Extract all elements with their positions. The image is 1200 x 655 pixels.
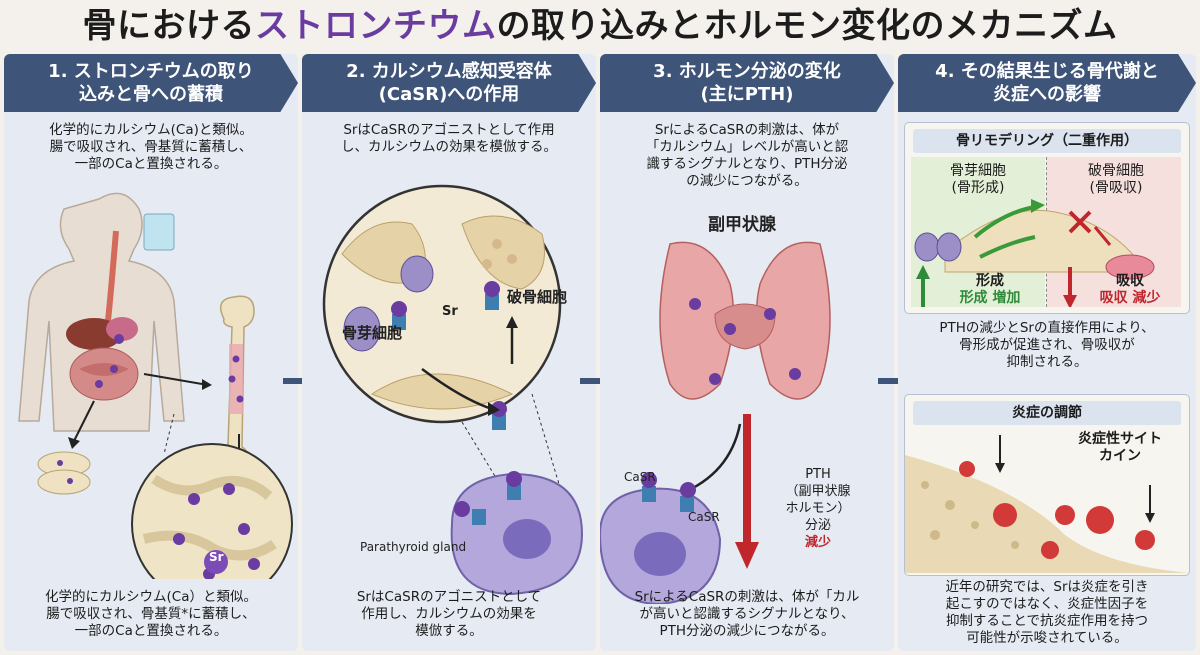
panel-1: 1. ストロンチウムの取り込みと骨への蓄積 化学的にカルシウム(Ca)と類似。 … (4, 54, 298, 651)
text-line: 腸で吸収され、骨基質*に蓄積し、 (46, 606, 256, 622)
text-line: 近年の研究では、Srは炎症を引き (945, 579, 1149, 595)
text-line: 抑制される。 (1006, 354, 1088, 370)
text-line: PTHの減少とSrの直接作用により、 (939, 320, 1155, 336)
panel-1-heading: 1. ストロンチウムの取り込みと骨への蓄積 (4, 54, 298, 112)
casr-label-2: CaSR (688, 510, 720, 524)
panel-3-top-text: SrによるCaSRの刺激は、体が 「カルシウム」レベルが高いと認 識するシグナル… (610, 122, 884, 190)
panel-1-heading-line1: 1. ストロンチウムの取り (48, 61, 254, 82)
panel-2-bottom-text: SrはCaSRのアゴニストとして 作用し、カルシウムの効果を 模倣する。 (312, 589, 586, 640)
sr-label-panel1: Sr (209, 550, 224, 564)
text-line: 作用し、カルシウムの効果を (361, 606, 537, 622)
panel-1-heading-line2: 込みと骨への蓄積 (78, 84, 223, 105)
panel-4-heading-line1: 4. その結果生じる骨代謝と (935, 61, 1159, 82)
inflammation-box: 炎症の調節 炎症性サイト カイン (904, 394, 1190, 576)
casr-label-1: CaSR (624, 470, 656, 484)
text-line: 一部のCaと置換される。 (74, 156, 228, 172)
text-line: 起こすのではなく、炎症性因子を (945, 596, 1149, 612)
text-line: 形成 (976, 273, 1004, 289)
text-line: 吸収 (1116, 273, 1144, 289)
text-line: SrはCaSRのアゴニストとして (356, 589, 542, 605)
text-line: SrはCaSRのアゴニストとして作用 (343, 122, 555, 138)
osteoclast-box-label: 破骨細胞 (骨吸収) (1053, 163, 1179, 197)
panel-2-heading: 2. カルシウム感知受容体(CaSR)への作用 (302, 54, 596, 112)
formation-increase: 形成 増加 (959, 290, 1021, 306)
panel-3-bottom-text: SrによるCaSRの刺激は、体が「カル が高いと認識するシグナルとなり、 PTH… (610, 589, 884, 640)
text-line: 骨形成が促進され、骨吸収が (959, 337, 1135, 353)
pth-decrease-label: 減少 (804, 535, 831, 550)
text-line: の減少につながる。 (686, 173, 808, 189)
inflammation-illustration (905, 435, 1189, 573)
text-line: PTH (805, 467, 831, 482)
osteoblast-label: 骨芽細胞 (342, 324, 403, 342)
inflammation-header: 炎症の調節 (913, 401, 1181, 425)
parathyroid-illustration (600, 241, 831, 604)
page-title: 骨におけるストロンチウムの取り込みとホルモン変化のメカニズム (0, 0, 1200, 52)
panel-3-heading-line1: 3. ホルモン分泌の変化 (653, 61, 841, 82)
text-line: 可能性が示唆されている。 (966, 630, 1128, 646)
title-part1: 骨における (82, 6, 255, 46)
panel-2-top-text: SrはCaSRのアゴニストとして作用 し、カルシウムの効果を模倣する。 (312, 122, 586, 156)
text-line: 分泌 (804, 518, 831, 533)
text-line: SrによるCaSRの刺激は、体が「カル (634, 589, 860, 605)
title-highlight: ストロンチウム (255, 6, 497, 46)
resorption-decrease: 吸収 減少 (1099, 290, 1161, 306)
text-line: (骨吸収) (1089, 180, 1143, 196)
panel-3-heading: 3. ホルモン分泌の変化(主にPTH) (600, 54, 894, 112)
panel-2: 2. カルシウム感知受容体(CaSR)への作用 SrはCaSRのアゴニストとして… (302, 54, 596, 651)
panel-4-bottom-text: 近年の研究では、Srは炎症を引き 起こすのではなく、炎症性因子を 抑制することで… (908, 579, 1186, 647)
text-line: 抑制することで抗炎症作用を持つ (945, 613, 1149, 629)
panel-1-top-text: 化学的にカルシウム(Ca)と類似。 腸で吸収され、骨基質に蓄積し、 一部のCaと… (14, 122, 288, 173)
text-line: 模倣する。 (415, 623, 483, 639)
text-line: PTH分泌の減少につながる。 (659, 623, 835, 639)
text-line: 一部のCaと置換される。 (74, 623, 228, 639)
remodeling-illustration (914, 199, 1155, 307)
text-line: 破骨細胞 (1088, 163, 1144, 179)
panel-2-heading-line2: (CaSR)への作用 (378, 84, 520, 105)
panel-1-bottom-text: 化学的にカルシウム(Ca）と類似。 腸で吸収され、骨基質*に蓄積し、 一部のCa… (14, 589, 288, 640)
title-part3: の取り込みとホルモン変化のメカニズム (496, 6, 1118, 46)
formation-label: 形成 形成 増加 (935, 273, 1045, 307)
text-line: 炎症性サイト (1078, 431, 1162, 447)
text-line: 「カルシウム」レベルが高いと認 (645, 139, 849, 155)
text-line: 化学的にカルシウム(Ca)と類似。 (49, 122, 253, 138)
text-line: し、カルシウムの効果を模倣する。 (341, 139, 557, 155)
remodeling-header: 骨リモデリング（二重作用） (913, 129, 1181, 153)
text-line: が高いと認識するシグナルとなり、 (639, 606, 855, 622)
text-line: カイン (1099, 448, 1141, 464)
osteoblast-box-label: 骨芽細胞 (骨形成) (915, 163, 1041, 197)
panel-2-heading-line1: 2. カルシウム感知受容体 (346, 61, 552, 82)
panel-3: 3. ホルモン分泌の変化(主にPTH) SrによるCaSRの刺激は、体が 「カル… (600, 54, 894, 651)
text-line: 骨芽細胞 (950, 163, 1006, 179)
text-line: SrによるCaSRの刺激は、体が (654, 122, 840, 138)
text-line: ホルモン） (785, 501, 851, 516)
text-line: 識するシグナルとなり、PTH分泌 (646, 156, 848, 172)
sr-label-panel2: Sr (442, 304, 458, 319)
panel-4-heading-line2: 炎症への影響 (992, 84, 1101, 105)
resorption-label: 吸収 吸収 減少 (1075, 273, 1185, 307)
panel-4: 4. その結果生じる骨代謝と炎症への影響 骨リモデリング（二重作用） 骨芽細胞 (898, 54, 1196, 651)
osteoclast-label: 破骨細胞 (507, 288, 568, 306)
text-line: （副甲状腺 (785, 484, 851, 499)
body-absorption-illustration (18, 192, 293, 579)
text-line: 腸で吸収され、骨基質に蓄積し、 (49, 139, 253, 155)
remodeling-box: 骨リモデリング（二重作用） 骨芽細胞 (骨形成) 破骨細胞 ( (904, 122, 1190, 314)
casr-mechanism-illustration (322, 184, 584, 596)
pth-secretion-label: PTH （副甲状腺 ホルモン） 分泌 減少 (758, 466, 878, 551)
text-line: (骨形成) (951, 180, 1005, 196)
parathyroid-label: 副甲状腺 (708, 215, 776, 235)
panel-4-heading: 4. その結果生じる骨代謝と炎症への影響 (898, 54, 1196, 112)
panel-3-heading-line2: (主にPTH) (700, 84, 794, 105)
panel-4-mid-text: PTHの減少とSrの直接作用により、 骨形成が促進され、骨吸収が 抑制される。 (908, 320, 1186, 371)
cytokine-label: 炎症性サイト カイン (1055, 431, 1185, 465)
text-line: 化学的にカルシウム(Ca）と類似。 (45, 589, 257, 605)
parathyroid-gland-label: Parathyroid gland (360, 540, 467, 554)
